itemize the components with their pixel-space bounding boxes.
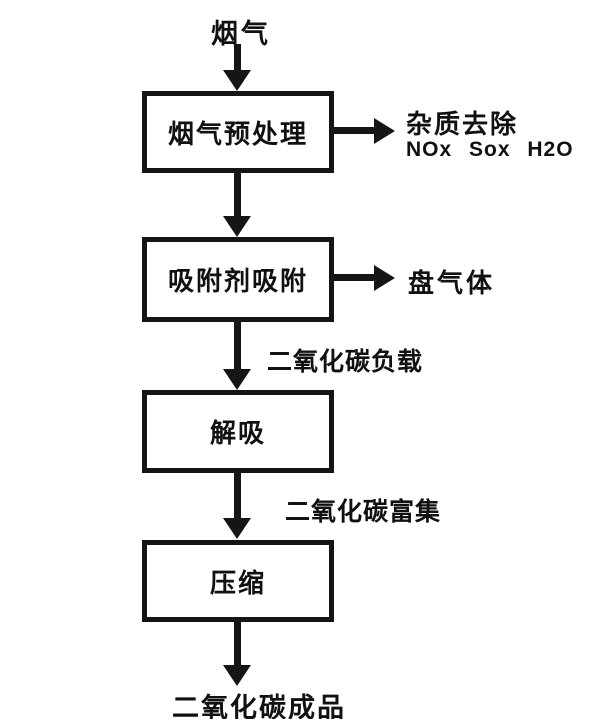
arrow-down-shaft <box>234 468 241 520</box>
arrow-down-icon <box>223 369 251 390</box>
arrow-down-shaft <box>234 168 241 218</box>
edge-label-co2-enriched: 二氧化碳富集 <box>285 498 442 526</box>
arrow-down-shaft <box>234 44 241 73</box>
arrow-right-icon <box>374 265 395 291</box>
box-compression-label: 压缩 <box>209 567 266 598</box>
output-label: 二氧化碳成品 <box>172 693 346 719</box>
branch-arrow-shaft <box>334 274 375 281</box>
box-pretreatment: 烟气预处理 <box>142 91 334 173</box>
box-compression: 压缩 <box>142 540 334 622</box>
box-desorption-label: 解吸 <box>209 418 266 448</box>
box-adsorption: 吸附剂吸附 <box>142 237 334 322</box>
box-pretreatment-label: 烟气预处理 <box>167 118 308 149</box>
edge-label-co2-loaded: 二氧化碳负载 <box>267 348 424 376</box>
branch-impurity-line2: NOx Sox H2O <box>406 138 574 161</box>
box-desorption: 解吸 <box>142 390 334 473</box>
box-adsorption-label: 吸附剂吸附 <box>167 266 308 296</box>
branch-impurity-removal: 杂质去除 NOx Sox H2O <box>406 110 574 161</box>
branch-gas-label: 盘气体 <box>408 268 496 298</box>
arrow-down-icon <box>223 216 251 237</box>
arrow-down-icon <box>223 518 251 539</box>
arrow-right-icon <box>374 118 395 144</box>
arrow-down-shaft <box>234 317 241 371</box>
branch-arrow-shaft <box>334 127 375 134</box>
input-label: 烟气 <box>211 19 271 49</box>
arrow-down-icon <box>223 70 251 91</box>
arrow-down-shaft <box>234 617 241 667</box>
arrow-down-icon <box>223 665 251 686</box>
branch-impurity-line1: 杂质去除 <box>406 109 519 139</box>
